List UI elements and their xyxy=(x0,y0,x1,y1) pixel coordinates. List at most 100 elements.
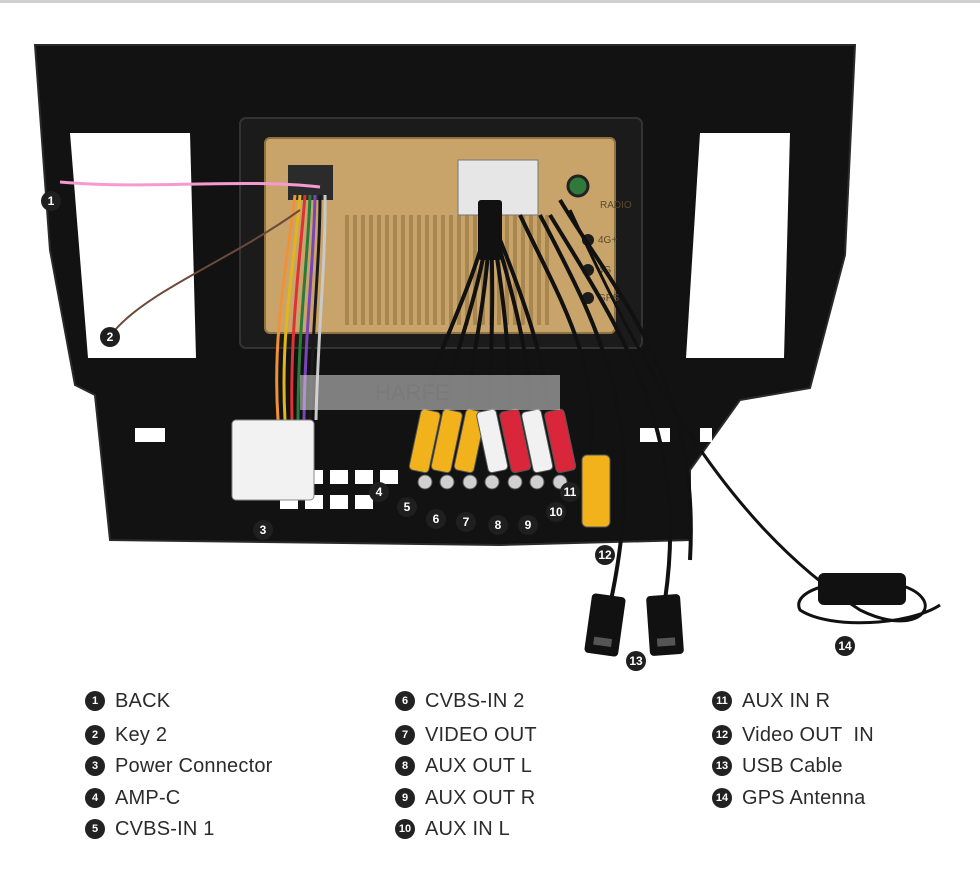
key2-wire xyxy=(114,209,301,331)
rca-plug-row xyxy=(408,408,611,528)
legend-label: AUX OUT R xyxy=(425,786,536,809)
legend-label: GPS Antenna xyxy=(742,786,866,809)
legend-label: BACK xyxy=(115,689,171,712)
gps-antenna-cable xyxy=(568,209,941,625)
legend-label: USB Cable xyxy=(742,754,843,777)
rca-plug-tip xyxy=(484,474,500,490)
port-label-4g-plus: 4G+ xyxy=(598,235,617,246)
legend-label: AUX IN L xyxy=(425,817,510,840)
legend-number: 14 xyxy=(712,788,732,808)
rca-plug-tip xyxy=(417,474,433,490)
legend-label: Video OUT IN xyxy=(742,723,874,746)
heatsink-fin xyxy=(361,215,365,325)
legend-number: 10 xyxy=(395,819,415,839)
heatsink-fin xyxy=(401,215,405,325)
legend-label: CVBS-IN 2 xyxy=(425,689,525,712)
callout-10: 10 xyxy=(546,502,566,522)
legend-item: 2 Key 2 xyxy=(85,722,167,748)
rca-plug xyxy=(521,408,554,474)
heatsink-fin xyxy=(537,215,541,325)
heatsink-fin xyxy=(441,215,445,325)
callout-14: 14 xyxy=(835,636,855,656)
legend-item: 8 AUX OUT L xyxy=(395,753,532,779)
legend-item: 14 GPS Antenna xyxy=(712,785,865,811)
legend-number: 2 xyxy=(85,725,105,745)
left-bezel-opening xyxy=(70,133,196,358)
rca-plug xyxy=(544,408,577,474)
heatsink-fin xyxy=(369,215,373,325)
usb-plug-left xyxy=(584,593,626,657)
callout-2: 2 xyxy=(100,327,120,347)
callout-8: 8 xyxy=(488,515,508,535)
callout-13: 13 xyxy=(626,651,646,671)
legend-item: 11 AUX IN R xyxy=(712,688,830,714)
gps-antenna-puck xyxy=(818,573,906,605)
legend-label: AUX IN R xyxy=(742,689,831,712)
callout-6: 6 xyxy=(426,509,446,529)
legend-number: 11 xyxy=(712,691,732,711)
legend-label: Power Connector xyxy=(115,754,273,777)
watermark-band xyxy=(300,375,560,410)
heatsink-fin xyxy=(529,215,533,325)
callout-4: 4 xyxy=(369,482,389,502)
legend-item: 5 CVBS-IN 1 xyxy=(85,816,215,842)
legend-number: 7 xyxy=(395,725,415,745)
legend-label: AUX OUT L xyxy=(425,754,533,777)
rca-plug-tip xyxy=(439,474,455,490)
usb-port-left xyxy=(593,636,613,648)
legend-item: 10 AUX IN L xyxy=(395,816,510,842)
legend-number: 8 xyxy=(395,756,415,776)
power-connector xyxy=(231,419,315,501)
rca-plug xyxy=(408,408,441,474)
callout-7: 7 xyxy=(456,512,476,532)
callout-3: 3 xyxy=(253,520,273,540)
radio-antenna-socket xyxy=(566,174,590,198)
legend-label: Key 2 xyxy=(115,723,168,746)
legend-item: 12 Video OUT IN xyxy=(712,722,874,748)
legend-item: 3 Power Connector xyxy=(85,753,273,779)
legend-item: 4 AMP-C xyxy=(85,785,180,811)
legend-label: AMP-C xyxy=(115,786,181,809)
rca-plug-tip xyxy=(462,474,478,490)
legend-number: 13 xyxy=(712,756,732,776)
heatsink-fin xyxy=(465,215,469,325)
callout-11: 11 xyxy=(560,482,580,502)
port-label-radio: RADIO xyxy=(600,200,632,211)
legend-number: 6 xyxy=(395,691,415,711)
callout-1: 1 xyxy=(41,191,61,211)
heatsink-fin xyxy=(385,215,389,325)
callout-9: 9 xyxy=(518,515,538,535)
rca-plug-tip xyxy=(507,474,523,490)
heatsink-fin xyxy=(457,215,461,325)
heatsink-fin xyxy=(353,215,357,325)
right-bezel-opening xyxy=(686,133,790,358)
rca-cable-sleeve xyxy=(478,200,502,260)
legend-number: 12 xyxy=(712,725,732,745)
heatsink-fin xyxy=(425,215,429,325)
watermark-text: HARFE xyxy=(375,380,450,405)
port-label-gps: GPS xyxy=(598,293,619,304)
heatsink-fin xyxy=(417,215,421,325)
rca-plug xyxy=(453,408,486,474)
top-divider xyxy=(0,0,980,3)
heatsink-fin xyxy=(433,215,437,325)
main-harness-socket xyxy=(288,165,333,200)
heatsink-fin xyxy=(521,215,525,325)
legend-number: 4 xyxy=(85,788,105,808)
legend-number: 5 xyxy=(85,819,105,839)
callout-5: 5 xyxy=(397,497,417,517)
heatsink-fin xyxy=(481,215,485,325)
video-out-in-plug xyxy=(581,454,611,528)
heatsink-fin xyxy=(409,215,413,325)
rca-plug-tip xyxy=(529,474,545,490)
usb-port-right xyxy=(656,637,676,647)
rca-plug xyxy=(430,408,463,474)
legend-item: 6 CVBS-IN 2 xyxy=(395,688,525,714)
legend-item: 9 AUX OUT R xyxy=(395,785,535,811)
back-wire xyxy=(59,180,321,189)
legend-item: 13 USB Cable xyxy=(712,753,843,779)
heatsink-fin xyxy=(393,215,397,325)
head-unit-figure: RADIO 4G+ 4G GPS xyxy=(33,44,941,671)
heatsink-fin xyxy=(345,215,349,325)
chassis-heatsink-fins xyxy=(345,215,549,325)
